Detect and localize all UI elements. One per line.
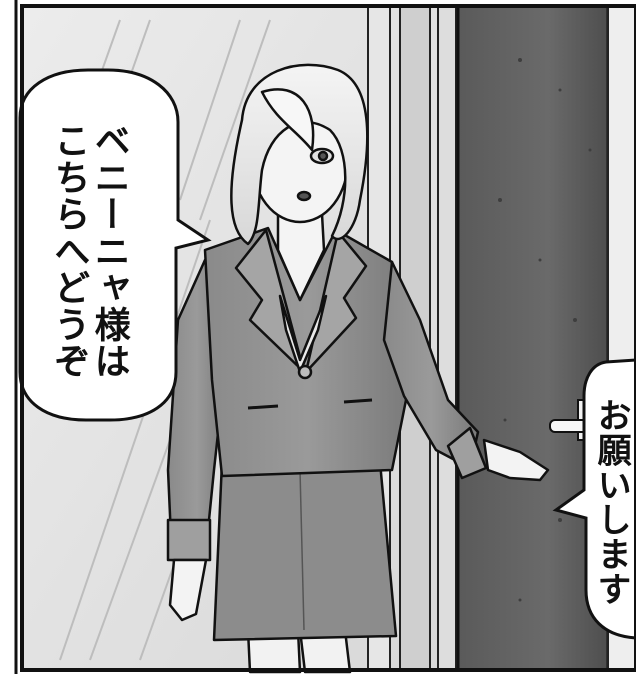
page-left-strip: [0, 0, 16, 674]
door-frame-edge: [437, 5, 457, 671]
door: [456, 4, 610, 672]
panel-frame: [20, 4, 636, 672]
speech-bubble-left: [18, 68, 212, 422]
speech-bubble-left-text: ベニーニャ様は こちらへどうぞ: [48, 122, 130, 380]
woman-figure: [166, 63, 550, 674]
speech-bubble-right: [552, 358, 636, 640]
speech-bubble-right-text: お願いします: [591, 398, 632, 607]
door-texture: [498, 58, 592, 602]
jacket-button: [297, 364, 313, 380]
